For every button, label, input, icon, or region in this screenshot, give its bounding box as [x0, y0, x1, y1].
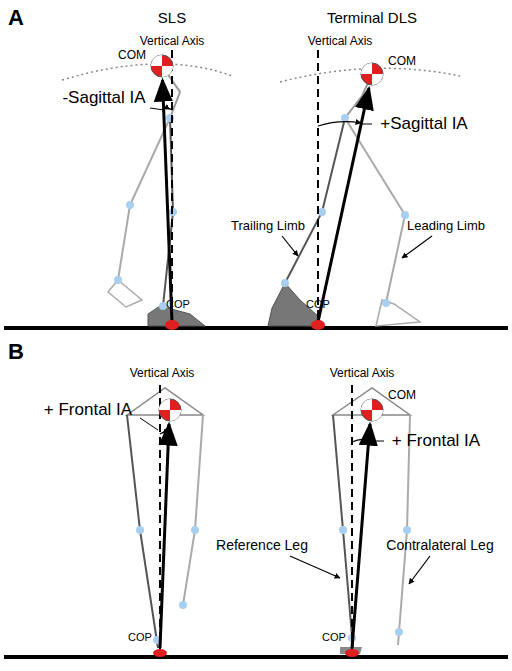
leader-arrow	[282, 236, 298, 256]
panel-letter: B	[8, 340, 24, 364]
point-label: COM	[118, 49, 146, 62]
angle-label: + Frontal IA	[44, 401, 132, 420]
limb-label: Contralateral Leg	[386, 538, 493, 553]
leading-foot	[376, 300, 420, 326]
reference-leg	[127, 415, 158, 648]
joint-marker	[136, 526, 144, 534]
frontal-dls-figure	[290, 385, 430, 657]
cop-marker	[311, 320, 325, 330]
limb-label: Leading Limb	[407, 219, 485, 233]
leader-arrow	[290, 556, 340, 578]
dls-figure	[268, 50, 432, 330]
swing-foot	[108, 280, 142, 307]
cop-marker	[165, 320, 179, 330]
joint-marker	[281, 279, 289, 287]
com-cop-vector	[160, 424, 169, 648]
point-label: COM	[388, 389, 416, 402]
point-label: COM	[388, 55, 416, 68]
angle-arc	[352, 439, 368, 442]
angle-arc	[318, 122, 361, 126]
joint-marker	[339, 526, 347, 534]
leading-limb	[345, 118, 405, 303]
contralateral-leg	[183, 415, 203, 605]
leader-line	[150, 108, 164, 110]
angle-arc	[160, 432, 169, 434]
com-cop-vector	[352, 424, 370, 648]
panel-letter: A	[8, 6, 24, 30]
leader-line	[369, 441, 384, 442]
angle-label: -Sagittal IA	[62, 89, 145, 108]
joint-marker	[191, 526, 199, 534]
trailing-limb	[285, 118, 345, 283]
point-label: COP	[322, 631, 346, 643]
ground-line	[4, 326, 508, 330]
limb-label: Trailing Limb	[231, 219, 305, 233]
axis-label: Vertical Axis	[308, 35, 373, 48]
panel-title: SLS	[158, 10, 186, 27]
cop-marker	[345, 649, 359, 657]
joint-marker	[395, 628, 403, 636]
vertical-axis	[317, 50, 319, 322]
com-trajectory	[62, 64, 232, 80]
leader-line	[140, 418, 158, 430]
point-label: COP	[166, 298, 190, 310]
angle-label: +Sagittal IA	[380, 115, 467, 134]
joint-marker	[114, 276, 122, 284]
joint-marker	[179, 601, 187, 609]
joint-marker	[401, 211, 409, 219]
angle-arc	[164, 108, 173, 110]
point-label: COP	[128, 631, 152, 643]
joint-marker	[159, 302, 167, 310]
vertical-axis	[351, 385, 353, 650]
joint-marker	[382, 299, 390, 307]
joint-marker	[126, 201, 134, 209]
reference-leg	[333, 415, 353, 648]
angle-label: + Frontal IA	[392, 432, 480, 451]
limb-label: Reference Leg	[216, 538, 308, 553]
swing-leg	[118, 118, 170, 280]
com-symbol	[361, 63, 383, 85]
leader-arrow	[409, 556, 430, 584]
axis-label: Vertical Axis	[330, 367, 395, 380]
axis-label: Vertical Axis	[130, 367, 195, 380]
com-cop-vector	[163, 80, 173, 322]
panel-title: Terminal DLS	[327, 10, 417, 27]
leader-arrow	[402, 236, 432, 258]
joint-marker	[318, 208, 326, 216]
point-label: COP	[306, 298, 330, 310]
axis-label: Vertical Axis	[140, 35, 205, 48]
cop-marker	[153, 649, 167, 657]
frontal-sls-figure	[127, 385, 203, 657]
leader-line	[362, 124, 372, 125]
ground-line	[4, 655, 508, 659]
com-symbol	[151, 55, 173, 77]
com-symbol	[159, 399, 181, 421]
joint-marker	[341, 114, 349, 122]
com-cop-vector	[318, 88, 369, 322]
com-symbol	[361, 399, 383, 421]
joint-marker	[403, 526, 411, 534]
